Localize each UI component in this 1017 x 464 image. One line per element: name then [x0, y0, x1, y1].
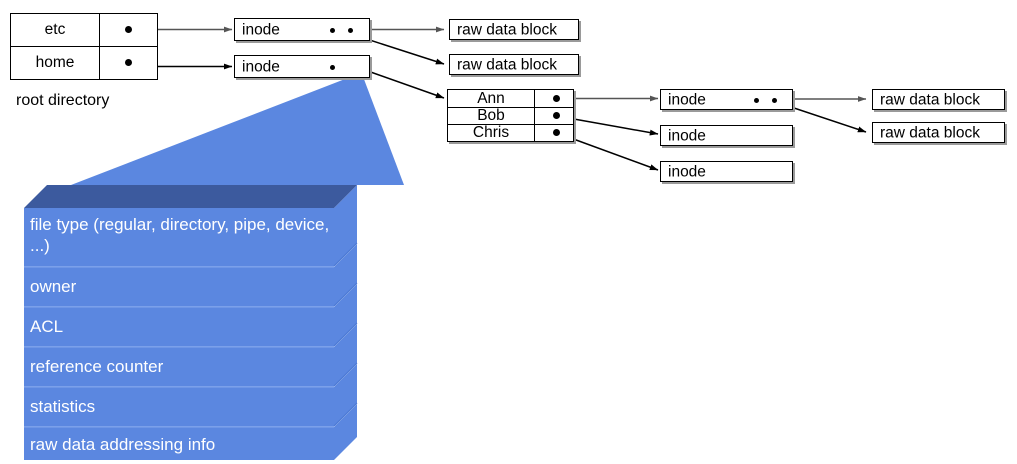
stack-side-faces: [334, 185, 357, 460]
home-dir-entry-name-bob: Bob: [477, 106, 505, 124]
stack-top-face: [24, 185, 357, 208]
root-dir-pointer-column: [99, 14, 157, 79]
stack-row-ref-counter: reference counter: [30, 357, 164, 376]
stack-side-separators: [333, 242, 358, 427]
home-dir-row-bob[interactable]: Bob: [448, 107, 573, 124]
stack-row-file-type: file type (regular, directory, pipe, dev…: [30, 215, 330, 255]
raw-data-block-label-4: raw data block: [880, 123, 980, 141]
inode-etc-pointer-dot-2: [348, 28, 353, 33]
stack-front-faces: [24, 208, 334, 460]
stack-row-statistics: statistics: [30, 397, 96, 416]
inode-box-label-ann: inode: [668, 90, 706, 108]
inode-box-bob[interactable]: inode: [660, 125, 793, 146]
inode-box-label-bob: inode: [668, 126, 706, 144]
stack-row-raw-data-addr: raw data addressing info: [30, 435, 216, 454]
home-dir-row-ann[interactable]: Ann: [448, 90, 573, 107]
root-directory-caption: root directory: [16, 92, 110, 109]
home-dir-pointer-column: [534, 90, 573, 141]
inode-box-label-home: inode: [242, 57, 280, 75]
stack-3d-shape: [24, 185, 358, 460]
root-dir-pointer-dot-etc: [125, 26, 132, 33]
inode-etc-pointer-dot-1: [330, 28, 335, 33]
root-dir-pointer-dot-home: [125, 59, 132, 66]
root-dir-row-home[interactable]: home: [11, 47, 157, 79]
home-directory-table[interactable]: Ann Bob Chris: [447, 89, 574, 142]
home-dir-row-chris[interactable]: Chris: [448, 124, 573, 141]
arrow-inode-home-to-home-dir: [364, 69, 445, 99]
home-dir-entry-name-ann: Ann: [477, 89, 505, 107]
inode-detail-stack: file type (regular, directory, pipe, dev…: [0, 150, 400, 464]
inode-ann-pointer-dot-2: [772, 98, 777, 103]
home-dir-pointer-dot-chris: [553, 129, 560, 136]
home-dir-divider-2: [448, 124, 573, 125]
root-directory-table[interactable]: etc home: [10, 13, 158, 80]
root-dir-entry-name-etc: etc: [44, 21, 66, 38]
stack-row-acl: ACL: [30, 317, 64, 336]
stack-row-owner: owner: [30, 277, 77, 296]
inode-box-ann[interactable]: inode: [660, 89, 793, 110]
inode-box-label-etc: inode: [242, 20, 280, 38]
raw-data-block-label-3: raw data block: [880, 90, 980, 108]
home-dir-pointer-dot-bob: [553, 112, 560, 119]
inode-box-label-chris: inode: [668, 162, 706, 180]
inode-box-etc[interactable]: inode: [234, 18, 370, 41]
raw-data-block-etc-2[interactable]: raw data block: [449, 54, 579, 75]
raw-data-block-etc-1[interactable]: raw data block: [449, 19, 579, 40]
home-dir-entry-name-chris: Chris: [472, 123, 510, 141]
inode-home-pointer-dot-1: [330, 65, 335, 70]
home-dir-pointer-dot-ann: [553, 95, 560, 102]
raw-data-block-label-2: raw data block: [457, 55, 557, 73]
stack-row-separators: [24, 266, 334, 428]
root-dir-row-divider: [11, 46, 157, 47]
home-dir-divider-1: [448, 107, 573, 108]
inode-box-home[interactable]: inode: [234, 55, 370, 78]
root-dir-entry-name-home: home: [35, 54, 75, 71]
raw-data-block-label-1: raw data block: [457, 20, 557, 38]
raw-data-block-ann-1[interactable]: raw data block: [872, 89, 1005, 110]
inode-box-chris[interactable]: inode: [660, 161, 793, 182]
raw-data-block-ann-2[interactable]: raw data block: [872, 122, 1005, 143]
root-dir-row-etc[interactable]: etc: [11, 14, 157, 46]
inode-ann-pointer-dot-1: [754, 98, 759, 103]
